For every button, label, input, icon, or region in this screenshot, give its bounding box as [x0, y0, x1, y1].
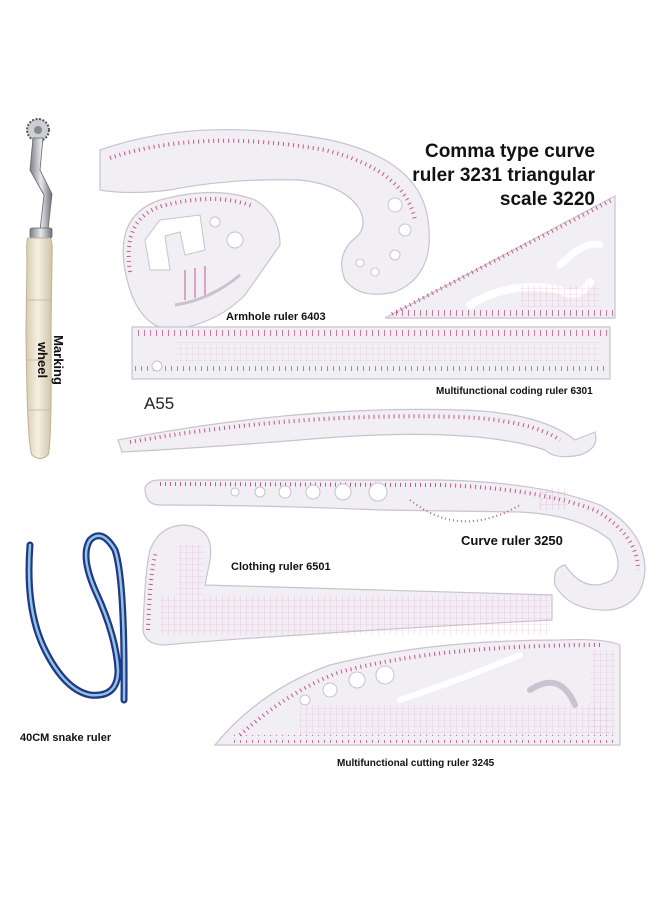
clothing-ruler	[142, 524, 553, 646]
cutting-ruler	[213, 638, 621, 746]
curve-ruler-label: Curve ruler 3250	[461, 533, 563, 548]
product-title: Comma type curve ruler 3231 triangular s…	[0, 140, 595, 212]
marking-label-line: wheel	[35, 341, 50, 379]
armhole-ruler	[122, 191, 281, 331]
marking-wheel	[25, 118, 53, 459]
clothing-ruler-label: Clothing ruler 6501	[231, 561, 331, 573]
curve-ruler-3250	[144, 479, 646, 611]
title-line: ruler 3231 triangular	[412, 165, 595, 186]
marking-label-line: Marking	[51, 335, 66, 385]
triangular-scale	[384, 195, 616, 319]
title-line: Comma type curve	[424, 141, 595, 162]
snake-ruler	[25, 532, 128, 704]
coding-ruler	[131, 326, 611, 380]
long-curve-ruler	[117, 408, 597, 458]
armhole-ruler-label: Armhole ruler 6403	[226, 311, 326, 323]
cutting-ruler-label: Multifunctional cutting ruler 3245	[337, 758, 495, 769]
title-line: scale 3220	[499, 189, 595, 210]
comma-curve-ruler	[99, 129, 430, 295]
coding-ruler-label: Multifunctional coding ruler 6301	[436, 386, 593, 397]
model-number-label: A55	[144, 394, 175, 413]
snake-ruler-label: 40CM snake ruler	[20, 732, 112, 744]
marking-wheel-label: Marking wheel	[34, 330, 66, 390]
